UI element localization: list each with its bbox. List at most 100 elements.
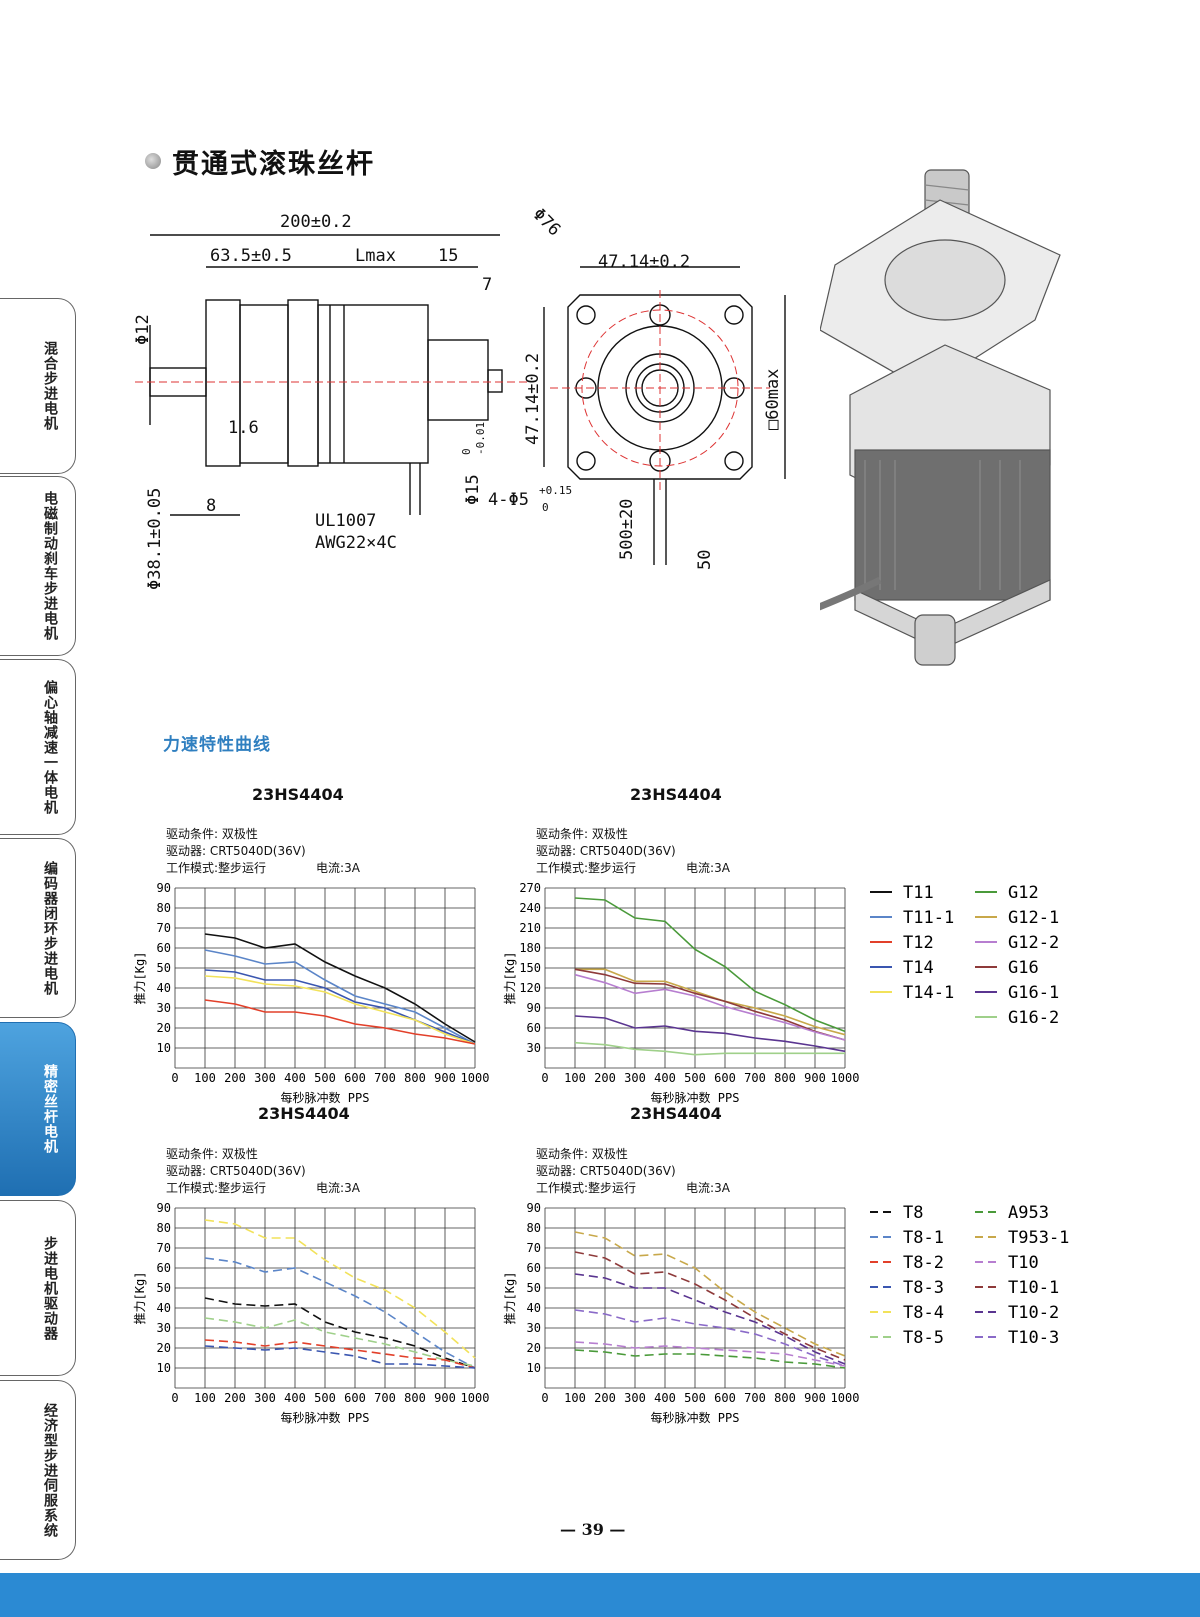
series-line-t8-5 bbox=[204, 1317, 476, 1367]
side-tab-lead-screw[interactable]: 精密丝杆电机 bbox=[0, 1022, 76, 1196]
dim-1-6: 1.6 bbox=[228, 418, 259, 438]
y-axis-label: 推力[Kg] bbox=[133, 1272, 147, 1325]
x-tick-label: 100 bbox=[564, 1071, 586, 1085]
chart-note-driving: 驱动条件: 双极性 bbox=[166, 1147, 258, 1161]
dim-15: 15 bbox=[438, 246, 458, 266]
dim-phi15: Φ15 bbox=[463, 474, 483, 505]
x-axis-label: 每秒脉冲数 PPS bbox=[651, 1410, 740, 1425]
y-axis-label: 推力[Kg] bbox=[503, 952, 517, 1005]
side-tab-label: 精密丝杆电机 bbox=[42, 1064, 58, 1154]
dim-47-horizontal: 47.14±0.2 bbox=[598, 252, 690, 272]
x-tick-label: 1000 bbox=[831, 1391, 860, 1405]
dim-holes-tol-dn: 0 bbox=[542, 501, 549, 514]
side-tab-label: 混合步进电机 bbox=[42, 341, 58, 431]
x-tick-label: 100 bbox=[194, 1071, 216, 1085]
x-tick-label: 300 bbox=[254, 1391, 276, 1405]
series-line-g16-2 bbox=[574, 1041, 845, 1056]
chart-note-driving: 驱动条件: 双极性 bbox=[536, 827, 628, 841]
legend-label-t8-4: T8-4 bbox=[903, 1303, 944, 1323]
legend-label-g12-1: G12-1 bbox=[1008, 908, 1059, 928]
y-tick-label: 180 bbox=[519, 941, 541, 955]
x-tick-label: 700 bbox=[744, 1071, 766, 1085]
y-tick-label: 90 bbox=[527, 1201, 541, 1215]
legend-label-g16: G16 bbox=[1008, 958, 1039, 978]
x-tick-label: 700 bbox=[374, 1391, 396, 1405]
y-tick-label: 60 bbox=[157, 941, 171, 955]
series-line-t8 bbox=[204, 1297, 476, 1369]
x-tick-label: 1000 bbox=[461, 1071, 490, 1085]
x-tick-label: 900 bbox=[434, 1391, 456, 1405]
x-tick-label: 600 bbox=[344, 1391, 366, 1405]
x-tick-label: 200 bbox=[594, 1391, 616, 1405]
x-tick-label: 900 bbox=[804, 1391, 826, 1405]
chart-note-mode: 工作模式:整步运行电流:3A bbox=[166, 861, 360, 875]
series-line-t8-1 bbox=[204, 1257, 476, 1369]
x-tick-label: 300 bbox=[254, 1071, 276, 1085]
x-tick-label: 200 bbox=[224, 1071, 246, 1085]
side-tab-label: 编码器闭环步进电机 bbox=[42, 860, 58, 996]
y-tick-label: 150 bbox=[519, 961, 541, 975]
motor-3d-illustration bbox=[820, 169, 1061, 666]
x-tick-label: 0 bbox=[171, 1071, 178, 1085]
series-line-t8-2 bbox=[204, 1339, 476, 1369]
dim-holes-tol-up: +0.15 bbox=[539, 484, 572, 497]
side-tab-label: 步进电机驱动器 bbox=[42, 1235, 58, 1341]
dim-phi15-tol-dn: -0.01 bbox=[474, 422, 487, 455]
footer-bar bbox=[0, 1573, 1200, 1617]
series-line-t10-1 bbox=[574, 1251, 846, 1361]
x-tick-label: 700 bbox=[744, 1391, 766, 1405]
series-line-g12-2 bbox=[574, 973, 846, 1041]
series-line-t10 bbox=[574, 1341, 846, 1367]
x-tick-label: 0 bbox=[541, 1391, 548, 1405]
x-tick-label: 600 bbox=[714, 1071, 736, 1085]
side-tab-driver[interactable]: 步进电机驱动器 bbox=[0, 1200, 76, 1376]
series-line-t11-1 bbox=[204, 949, 476, 1045]
side-tab-closed-loop[interactable]: 编码器闭环步进电机 bbox=[0, 838, 76, 1018]
series-line-g12 bbox=[574, 897, 846, 1033]
dim-500: 500±20 bbox=[617, 499, 637, 560]
series-line-t10-3 bbox=[574, 1309, 846, 1367]
chart-note-driver: 驱动器: CRT5040D(36V) bbox=[166, 844, 306, 858]
dim-phi76: Φ76 bbox=[528, 205, 564, 240]
dim-lmax: Lmax bbox=[355, 246, 396, 266]
chart-note-current: 电流:3A bbox=[686, 861, 730, 875]
y-tick-label: 270 bbox=[519, 881, 541, 895]
side-tab-eccentric-gear[interactable]: 偏心轴减速一体电机 bbox=[0, 659, 76, 835]
chart-3-title: 23HS4404 bbox=[258, 1104, 350, 1123]
x-tick-label: 900 bbox=[804, 1071, 826, 1085]
dim-left: 63.5±0.5 bbox=[210, 246, 292, 266]
series-line-g12-1 bbox=[575, 968, 846, 1036]
legend-label-t8-2: T8-2 bbox=[903, 1253, 944, 1273]
side-tab-hybrid-stepper[interactable]: 混合步进电机 bbox=[0, 298, 76, 474]
series-line-t11 bbox=[204, 933, 476, 1043]
y-tick-label: 20 bbox=[157, 1021, 171, 1035]
x-tick-label: 600 bbox=[344, 1071, 366, 1085]
x-tick-label: 0 bbox=[171, 1391, 178, 1405]
dim-60max: □60max bbox=[763, 369, 783, 430]
series-line-t8-3 bbox=[204, 1345, 476, 1369]
x-axis-label: 每秒脉冲数 PPS bbox=[281, 1090, 370, 1105]
x-tick-label: 800 bbox=[774, 1071, 796, 1085]
y-tick-label: 10 bbox=[157, 1041, 171, 1055]
chart-note-driver: 驱动器: CRT5040D(36V) bbox=[166, 1164, 306, 1178]
x-tick-label: 400 bbox=[654, 1391, 676, 1405]
dim-phi12: Φ12 bbox=[133, 314, 153, 345]
curve-section-title: 力速特性曲线 bbox=[163, 735, 271, 755]
page-number: — 39 — bbox=[560, 1520, 626, 1539]
x-tick-label: 400 bbox=[284, 1071, 306, 1085]
y-tick-label: 120 bbox=[519, 981, 541, 995]
legend-label-t10-2: T10-2 bbox=[1008, 1303, 1059, 1323]
chart-note-driver: 驱动器: CRT5040D(36V) bbox=[536, 844, 676, 858]
series-line-t12 bbox=[204, 999, 476, 1045]
dim-phi15-tol-up: 0 bbox=[460, 448, 473, 455]
x-tick-label: 300 bbox=[624, 1071, 646, 1085]
chart-1-title: 23HS4404 bbox=[252, 785, 344, 804]
dim-total: 200±0.2 bbox=[280, 212, 352, 232]
side-tab-servo-system[interactable]: 经济型步进伺服系统 bbox=[0, 1380, 76, 1560]
y-tick-label: 30 bbox=[527, 1041, 541, 1055]
x-tick-label: 1000 bbox=[831, 1071, 860, 1085]
side-tab-brake-stepper[interactable]: 电磁制动刹车步进电机 bbox=[0, 476, 76, 656]
chart-note-mode: 工作模式:整步运行电流:3A bbox=[166, 1181, 360, 1195]
